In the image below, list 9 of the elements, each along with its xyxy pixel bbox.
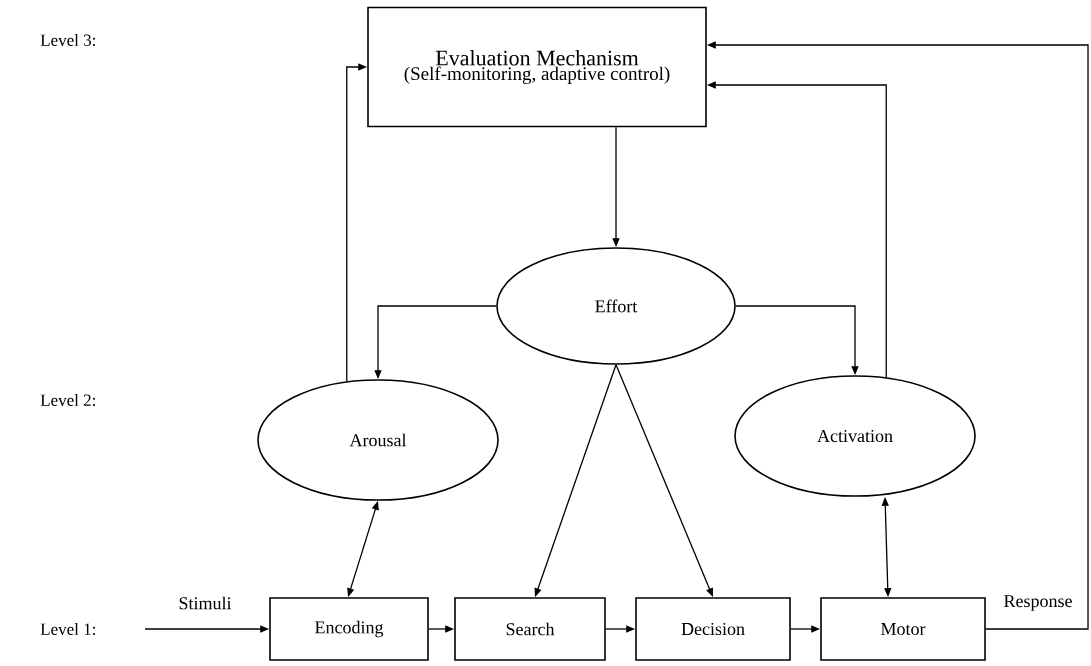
- process-box: Encoding: [269, 597, 429, 661]
- process-box: Search: [454, 597, 606, 661]
- process-box: Motor: [820, 597, 986, 661]
- level-label: Level 2:: [40, 394, 95, 406]
- level-label: Level 1:: [40, 623, 95, 635]
- level-label: Level 3:: [40, 34, 95, 46]
- process-box: Decision: [635, 597, 791, 661]
- evaluation-box: Evaluation Mechanism (Self-monitoring, adaptive control): [367, 6, 707, 128]
- edge-label: Response: [1002, 594, 1074, 612]
